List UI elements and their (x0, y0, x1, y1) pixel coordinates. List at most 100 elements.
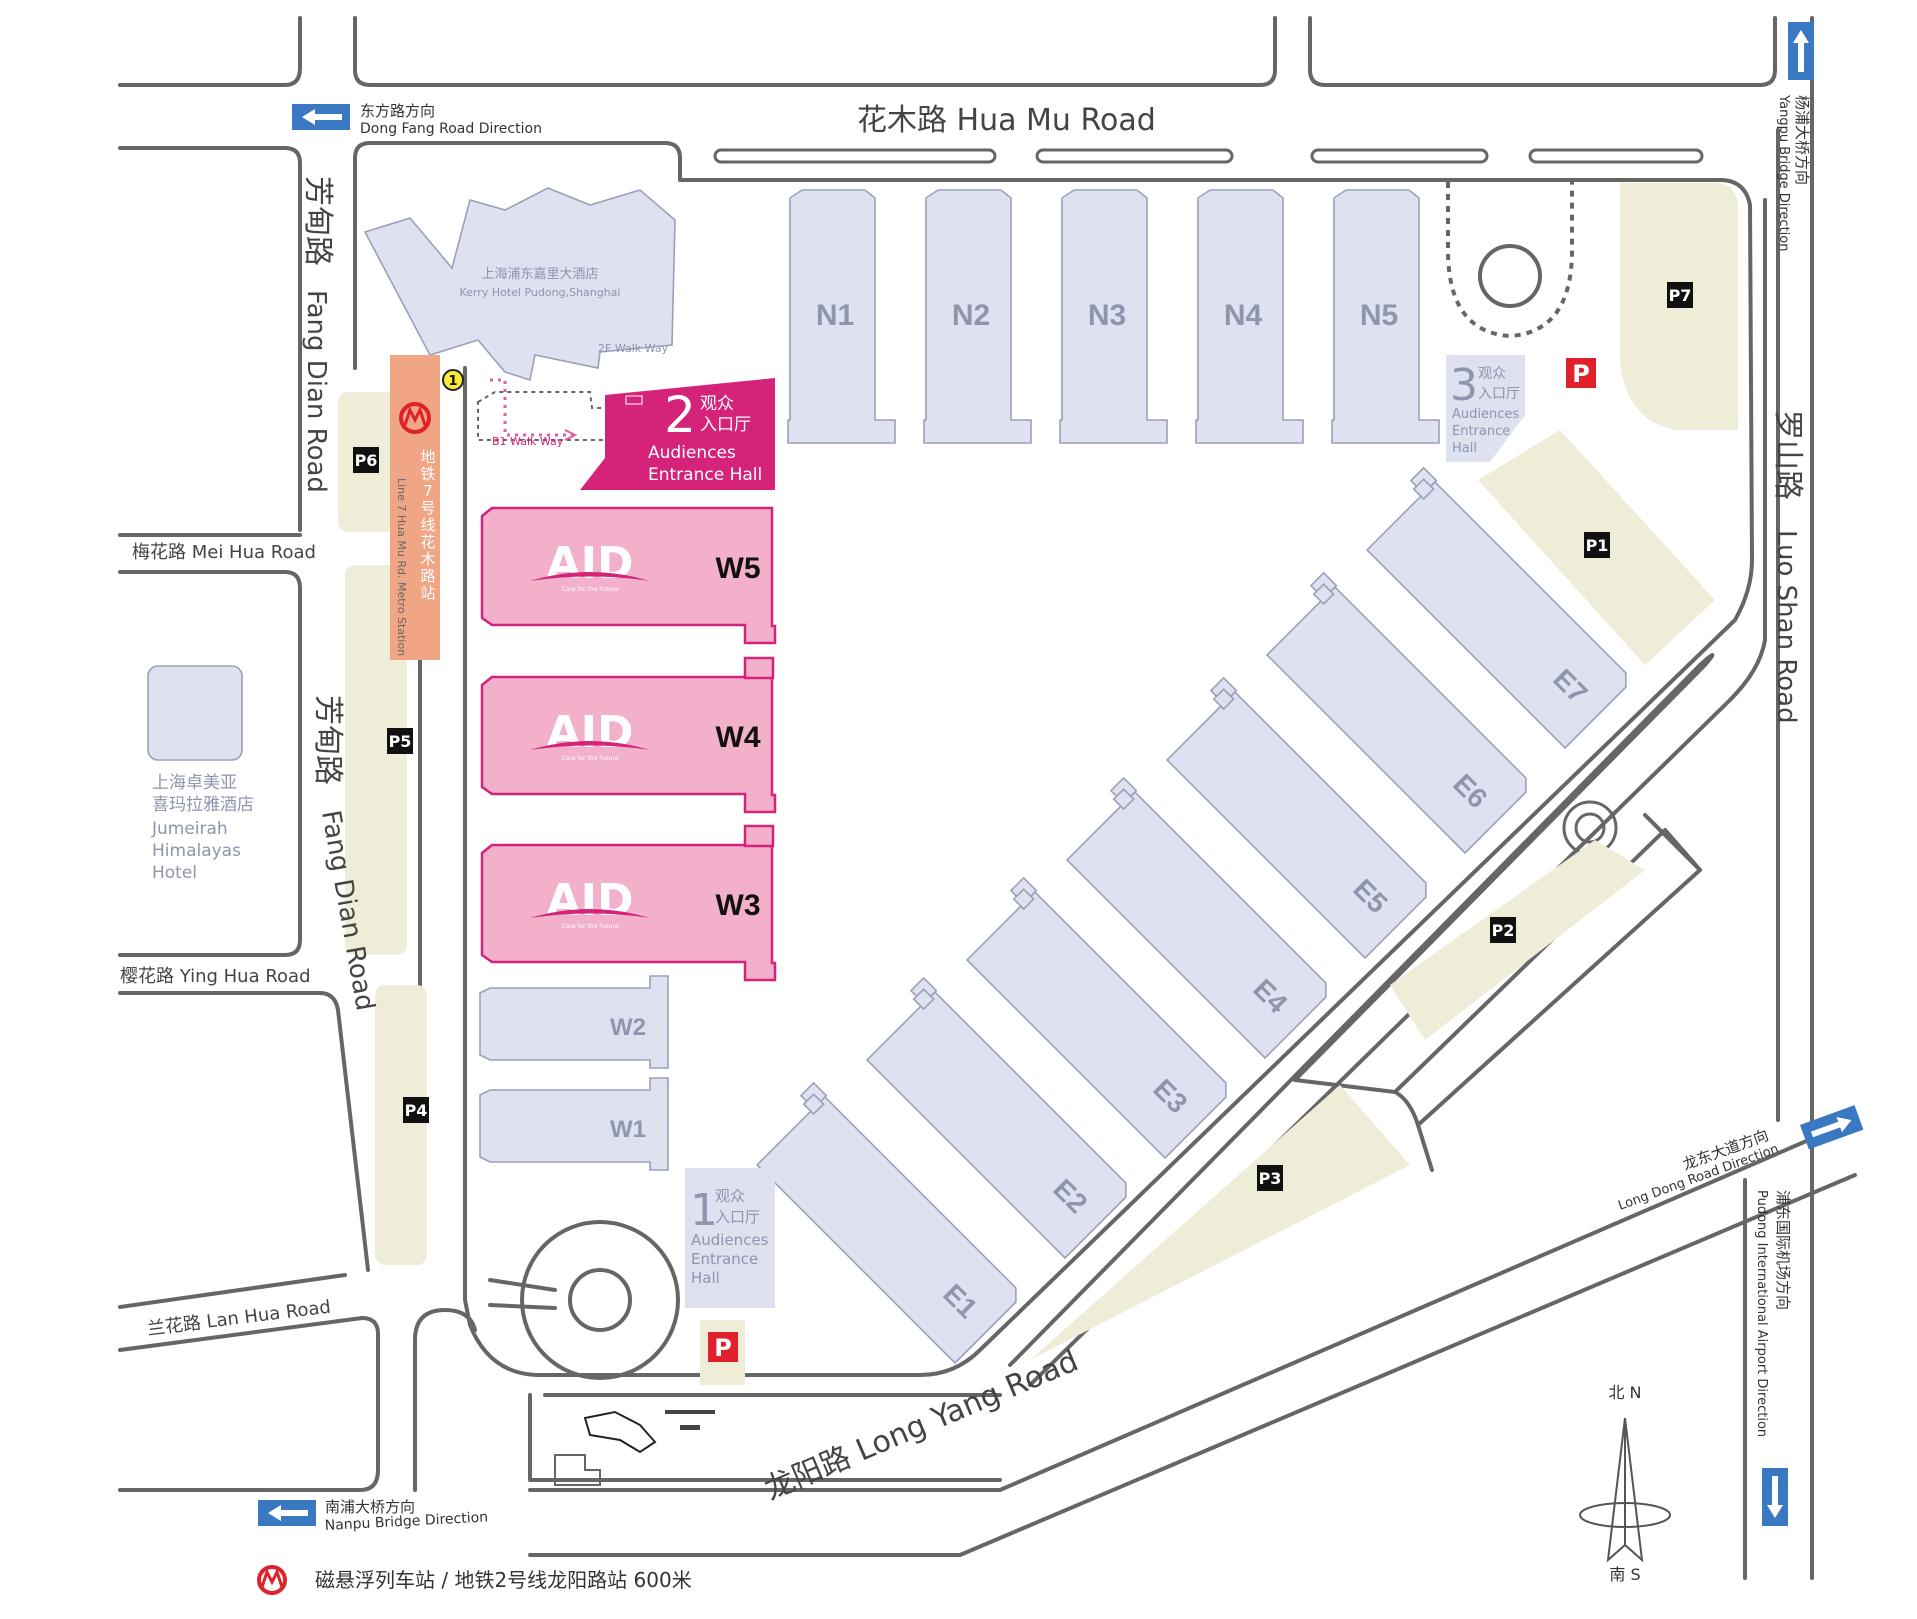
luo-shan-road-en: Luo Shan Road (1771, 530, 1801, 724)
event-logo-swoosh (530, 572, 650, 581)
entrance-3-en2: Entrance (1452, 424, 1510, 439)
hall-n3[interactable]: N3 (1059, 189, 1168, 444)
metro-zh-char: 站 (420, 584, 435, 602)
dong-fang-en: Dong Fang Road Direction (360, 121, 542, 137)
event-logo-tagline: Care for the Future (562, 755, 619, 762)
hall-n2[interactable]: N2 (923, 189, 1032, 444)
jumeirah-en1: Jumeirah (151, 819, 228, 839)
parking-areas (338, 183, 1738, 1385)
metro-zh-char: 路 (420, 567, 435, 585)
footer-text: 磁悬浮列车站 / 地铁2号线龙阳路站 600米 (315, 1568, 692, 1592)
yangpu-zh: 杨浦大桥方向 (1793, 95, 1811, 185)
parking-label: P3 (1259, 1169, 1282, 1188)
fang-dian-road-en-top: Fang Dian Road (301, 290, 331, 493)
parking-p1: P1 (1584, 532, 1610, 558)
hall-e7[interactable]: E7 (1354, 466, 1634, 750)
parking-label: P2 (1492, 921, 1515, 940)
parking-label: P1 (1586, 536, 1609, 555)
parking-p3: P3 (1257, 1165, 1283, 1191)
metro-zh-char: 花 (420, 533, 435, 551)
event-logo-text: AID (547, 538, 634, 589)
hall-label: W5 (716, 552, 761, 585)
kerry-hotel-name-zh: 上海浦东嘉里大酒店 (481, 267, 598, 282)
entrance-1-number: 1 (690, 1185, 718, 1236)
pudong-airport-en: Pudong International Airport Direction (1754, 1190, 1769, 1437)
parking-p5: P5 (387, 728, 413, 754)
fang-dian-road-zh-mid: 芳甸路 (310, 695, 345, 785)
luo-shan-road-zh: 罗山路 (1770, 410, 1805, 500)
hall-label: N5 (1360, 299, 1398, 332)
hall-e5[interactable]: E5 (1154, 676, 1434, 960)
direction-nanpu: 南浦大桥方向 Nanpu Bridge Direction (258, 1498, 488, 1534)
parking-sign-1: P (708, 1332, 738, 1362)
event-logo-text: AID (547, 707, 634, 758)
parking-p7: P7 (1667, 282, 1693, 308)
hall-w2[interactable]: W2 (479, 975, 669, 1069)
hall-n5[interactable]: N5 (1331, 189, 1440, 444)
hall-label: W3 (716, 889, 761, 922)
compass-north: 北 N (1608, 1383, 1641, 1402)
hall-e4[interactable]: E4 (1054, 776, 1334, 1060)
parking-p6: P6 (353, 447, 379, 473)
hall-e6[interactable]: E6 (1254, 571, 1534, 855)
direction-yangpu: 杨浦大桥方向 Yangpu Bridge Direction (1776, 22, 1814, 251)
parking-label: P4 (405, 1101, 428, 1120)
kerry-hotel: 上海浦东嘉里大酒店 Kerry Hotel Pudong,Shanghai (363, 187, 676, 441)
entrance-1-en1: Audiences (691, 1231, 769, 1249)
entrance-3-zh2: 入口厅 (1478, 386, 1520, 402)
pudong-airport-zh: 浦东国际机场方向 (1774, 1190, 1792, 1310)
metro-zh-char: 地 (420, 448, 435, 466)
north-halls: N1 N2 N3 N4 N5 (787, 189, 1440, 444)
entrance-2-en2: Entrance Hall (648, 465, 762, 485)
hall-e3[interactable]: E3 (954, 876, 1234, 1160)
hall-e2[interactable]: E2 (854, 976, 1134, 1260)
yangpu-en: Yangpu Bridge Direction (1776, 94, 1791, 251)
nanpu-zh: 南浦大桥方向 (325, 1498, 415, 1516)
entrance-hall-2: 2 观众 入口厅 Audiences Entrance Hall B1 Walk… (490, 342, 775, 490)
hall-n1[interactable]: N1 (787, 189, 896, 444)
parking-p4: P4 (403, 1097, 429, 1123)
hall-label: N2 (952, 299, 990, 332)
hall-e1[interactable]: E1 (744, 1081, 1024, 1365)
hall-w1[interactable]: W1 (479, 1077, 669, 1171)
metro-exit-number: 1 (448, 374, 457, 389)
jumeirah-zh1: 上海卓美亚 (152, 773, 237, 793)
parking-sign-3: P (1566, 358, 1596, 388)
footer-metro-note: 磁悬浮列车站 / 地铁2号线龙阳路站 600米 (257, 1565, 692, 1595)
entrance-2-zh1: 观众 (700, 394, 734, 414)
hall-label: N3 (1088, 299, 1126, 332)
road-network (118, 16, 1857, 1580)
metro-zh-char: 7 (423, 482, 433, 500)
hall-label: N1 (816, 299, 854, 332)
dong-fang-zh: 东方路方向 (360, 102, 435, 120)
entrance-1-en2: Entrance (691, 1250, 758, 1268)
parking-label: P6 (355, 451, 378, 470)
b1-walkway-label: B1 Walk Way (492, 435, 564, 448)
jumeirah-en2: Himalayas (152, 841, 241, 861)
direction-dong-fang: 东方路方向 Dong Fang Road Direction (292, 102, 542, 137)
metro-zh-char: 线 (420, 516, 435, 534)
direction-long-dong: 龙东大道方向 Long Dong Road Direction (1616, 1105, 1864, 1214)
kerry-hotel-name-en: Kerry Hotel Pudong,Shanghai (460, 286, 621, 299)
fang-dian-road-zh-top: 芳甸路 (300, 176, 335, 266)
event-logo-tagline: Care for the Future (562, 586, 619, 593)
mei-hua-road-label: 梅花路 Mei Hua Road (132, 542, 316, 563)
entrance-2-en1: Audiences (648, 443, 736, 463)
metro-zh-char: 铁 (420, 465, 435, 483)
entrance-3-en1: Audiences (1452, 407, 1519, 422)
hall-label: W1 (610, 1116, 646, 1143)
jumeirah-hotel: 上海卓美亚 喜玛拉雅酒店 Jumeirah Himalayas Hotel (147, 665, 254, 883)
event-logo-swoosh (530, 909, 650, 918)
2f-walkway-label: 2F Walk Way (598, 342, 669, 355)
hall-n4[interactable]: N4 (1195, 189, 1304, 444)
entrance-2-number: 2 (664, 386, 696, 444)
metro-zh-char: 号 (420, 499, 435, 517)
